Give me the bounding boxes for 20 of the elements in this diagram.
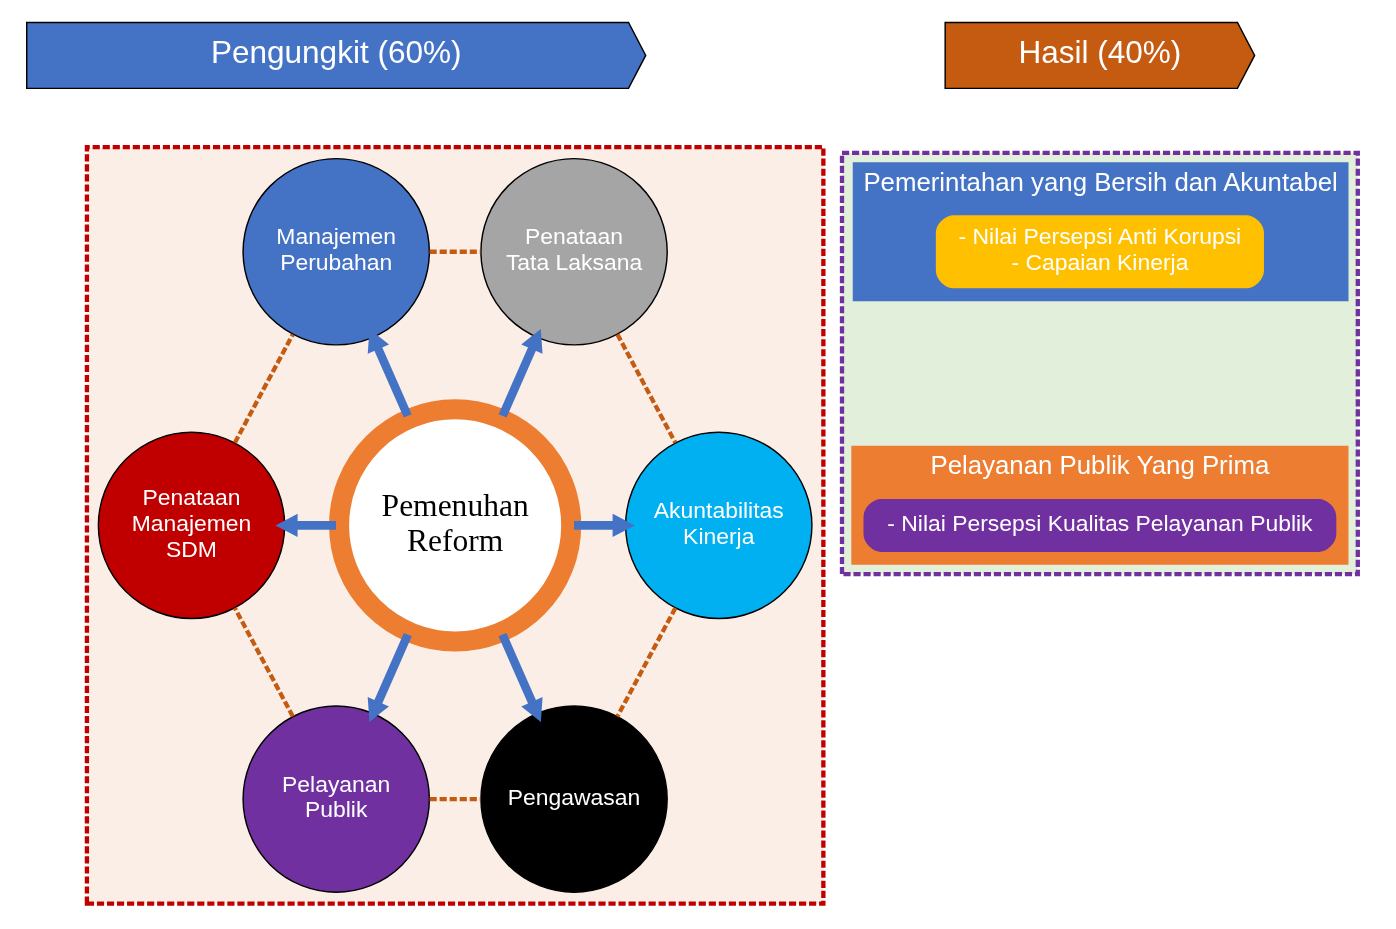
node-circle: Penataan Tata Laksana <box>480 157 668 346</box>
connector <box>233 607 295 718</box>
node-circle: Pengawasan <box>480 705 668 893</box>
arrow <box>574 513 635 538</box>
connector <box>615 607 678 718</box>
arrow <box>498 632 543 722</box>
connector <box>615 333 678 444</box>
node-circle: Pemenuhan Reform <box>329 399 582 652</box>
node-box: - Nilai Persepsi Kualitas Pelayanan Publik <box>863 498 1337 552</box>
arrow <box>367 632 412 722</box>
node-box: - Nilai Persepsi Anti Korupsi - Capaian Kinerja <box>935 215 1264 289</box>
node-circle: Manajemen Perubahan <box>242 157 431 346</box>
node-circle: Penataan Manajemen SDM <box>97 431 286 620</box>
cluster <box>839 150 1360 577</box>
node-circle: Akuntabilitas Kinerja <box>624 431 813 620</box>
connector <box>233 333 295 444</box>
node-circle: Pelayanan Publik <box>242 705 431 893</box>
cluster <box>84 145 826 906</box>
arrow <box>275 513 336 538</box>
arrow <box>498 328 543 418</box>
